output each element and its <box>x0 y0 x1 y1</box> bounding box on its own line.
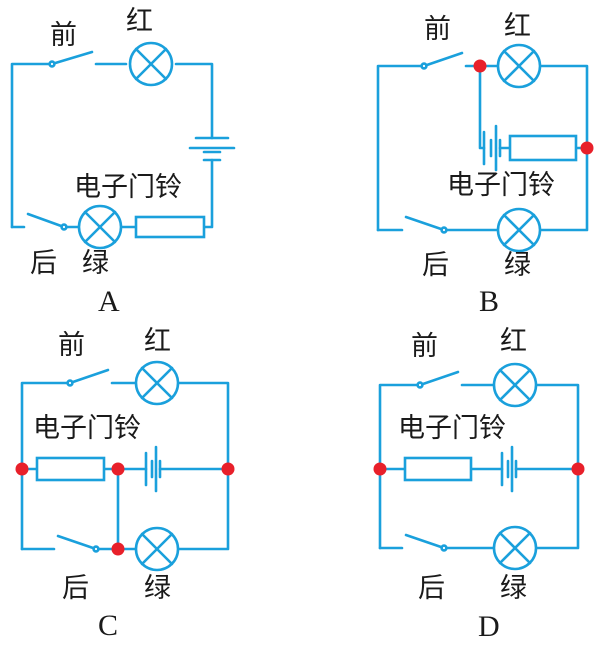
switch-contact-d-front <box>416 381 424 389</box>
doorbell-b <box>508 134 578 162</box>
lamp-icon-c-red <box>134 360 180 406</box>
label-d-green: 绿 <box>500 573 527 604</box>
junction-d-2 <box>571 462 585 476</box>
lamp-icon-a-red <box>128 41 174 87</box>
switch-contact-a-front <box>48 60 56 68</box>
switch-contact-c-back <box>92 545 100 553</box>
lamp-icon-b-green <box>496 207 542 253</box>
doorbell-a <box>134 215 206 239</box>
label-b-red: 红 <box>504 11 531 42</box>
label-a-back: 后 <box>30 248 57 279</box>
switch-contact-a-back <box>60 223 68 231</box>
label-d-red: 红 <box>500 326 527 357</box>
lamp-icon-c-green <box>134 526 180 572</box>
doorbell-c <box>35 456 106 482</box>
junction-c-1 <box>15 462 29 476</box>
junction-d-1 <box>373 462 387 476</box>
junction-b-2 <box>580 141 594 155</box>
lamp-icon-a-green <box>77 204 123 250</box>
caption-c: C <box>98 609 118 642</box>
label-c-green: 绿 <box>144 573 171 604</box>
junction-b-1 <box>473 59 487 73</box>
circuit-a-wires <box>10 50 214 229</box>
switch-contact-b-back <box>440 226 448 234</box>
label-b-green: 绿 <box>504 250 531 281</box>
label-a-red: 红 <box>126 6 153 37</box>
battery-d <box>500 445 518 493</box>
circuit-b: 前 红 电子门铃 后 绿 B <box>376 11 594 318</box>
label-c-back: 后 <box>62 573 89 604</box>
junction-c-4 <box>111 542 125 556</box>
switch-contact-d-back <box>440 544 448 552</box>
circuit-c: 前 红 电子门铃 后 绿 C <box>15 326 235 642</box>
label-c-doorbell: 电子门铃 <box>33 413 141 444</box>
label-d-doorbell: 电子门铃 <box>398 413 506 444</box>
battery-c <box>144 445 162 493</box>
label-d-back: 后 <box>418 573 445 604</box>
label-c-red: 红 <box>144 326 171 357</box>
label-b-doorbell: 电子门铃 <box>447 170 555 201</box>
battery-b <box>482 124 502 172</box>
label-a-front: 前 <box>50 20 77 51</box>
battery-a <box>188 136 236 162</box>
label-a-green: 绿 <box>82 248 109 279</box>
caption-d: D <box>478 610 500 643</box>
switch-contact-b-front <box>420 62 428 70</box>
label-b-back: 后 <box>422 250 449 281</box>
circuit-d-wires <box>378 370 580 550</box>
junction-c-2 <box>111 462 125 476</box>
circuit-a: 前 红 电子门铃 后 绿 A <box>10 6 236 318</box>
lamp-icon-b-red <box>496 43 542 89</box>
circuit-d: 前 红 电子门铃 后 绿 D <box>373 326 585 643</box>
label-a-doorbell: 电子门铃 <box>74 172 182 203</box>
junction-c-3 <box>221 462 235 476</box>
caption-b: B <box>479 285 499 318</box>
doorbell-d <box>403 456 473 482</box>
switch-contact-c-front <box>66 379 74 387</box>
lamp-icon-d-green <box>492 525 538 571</box>
label-b-front: 前 <box>424 14 451 45</box>
lamp-icon-d-red <box>492 362 538 408</box>
caption-a: A <box>98 285 120 318</box>
label-d-front: 前 <box>411 331 438 362</box>
label-c-front: 前 <box>58 330 85 361</box>
